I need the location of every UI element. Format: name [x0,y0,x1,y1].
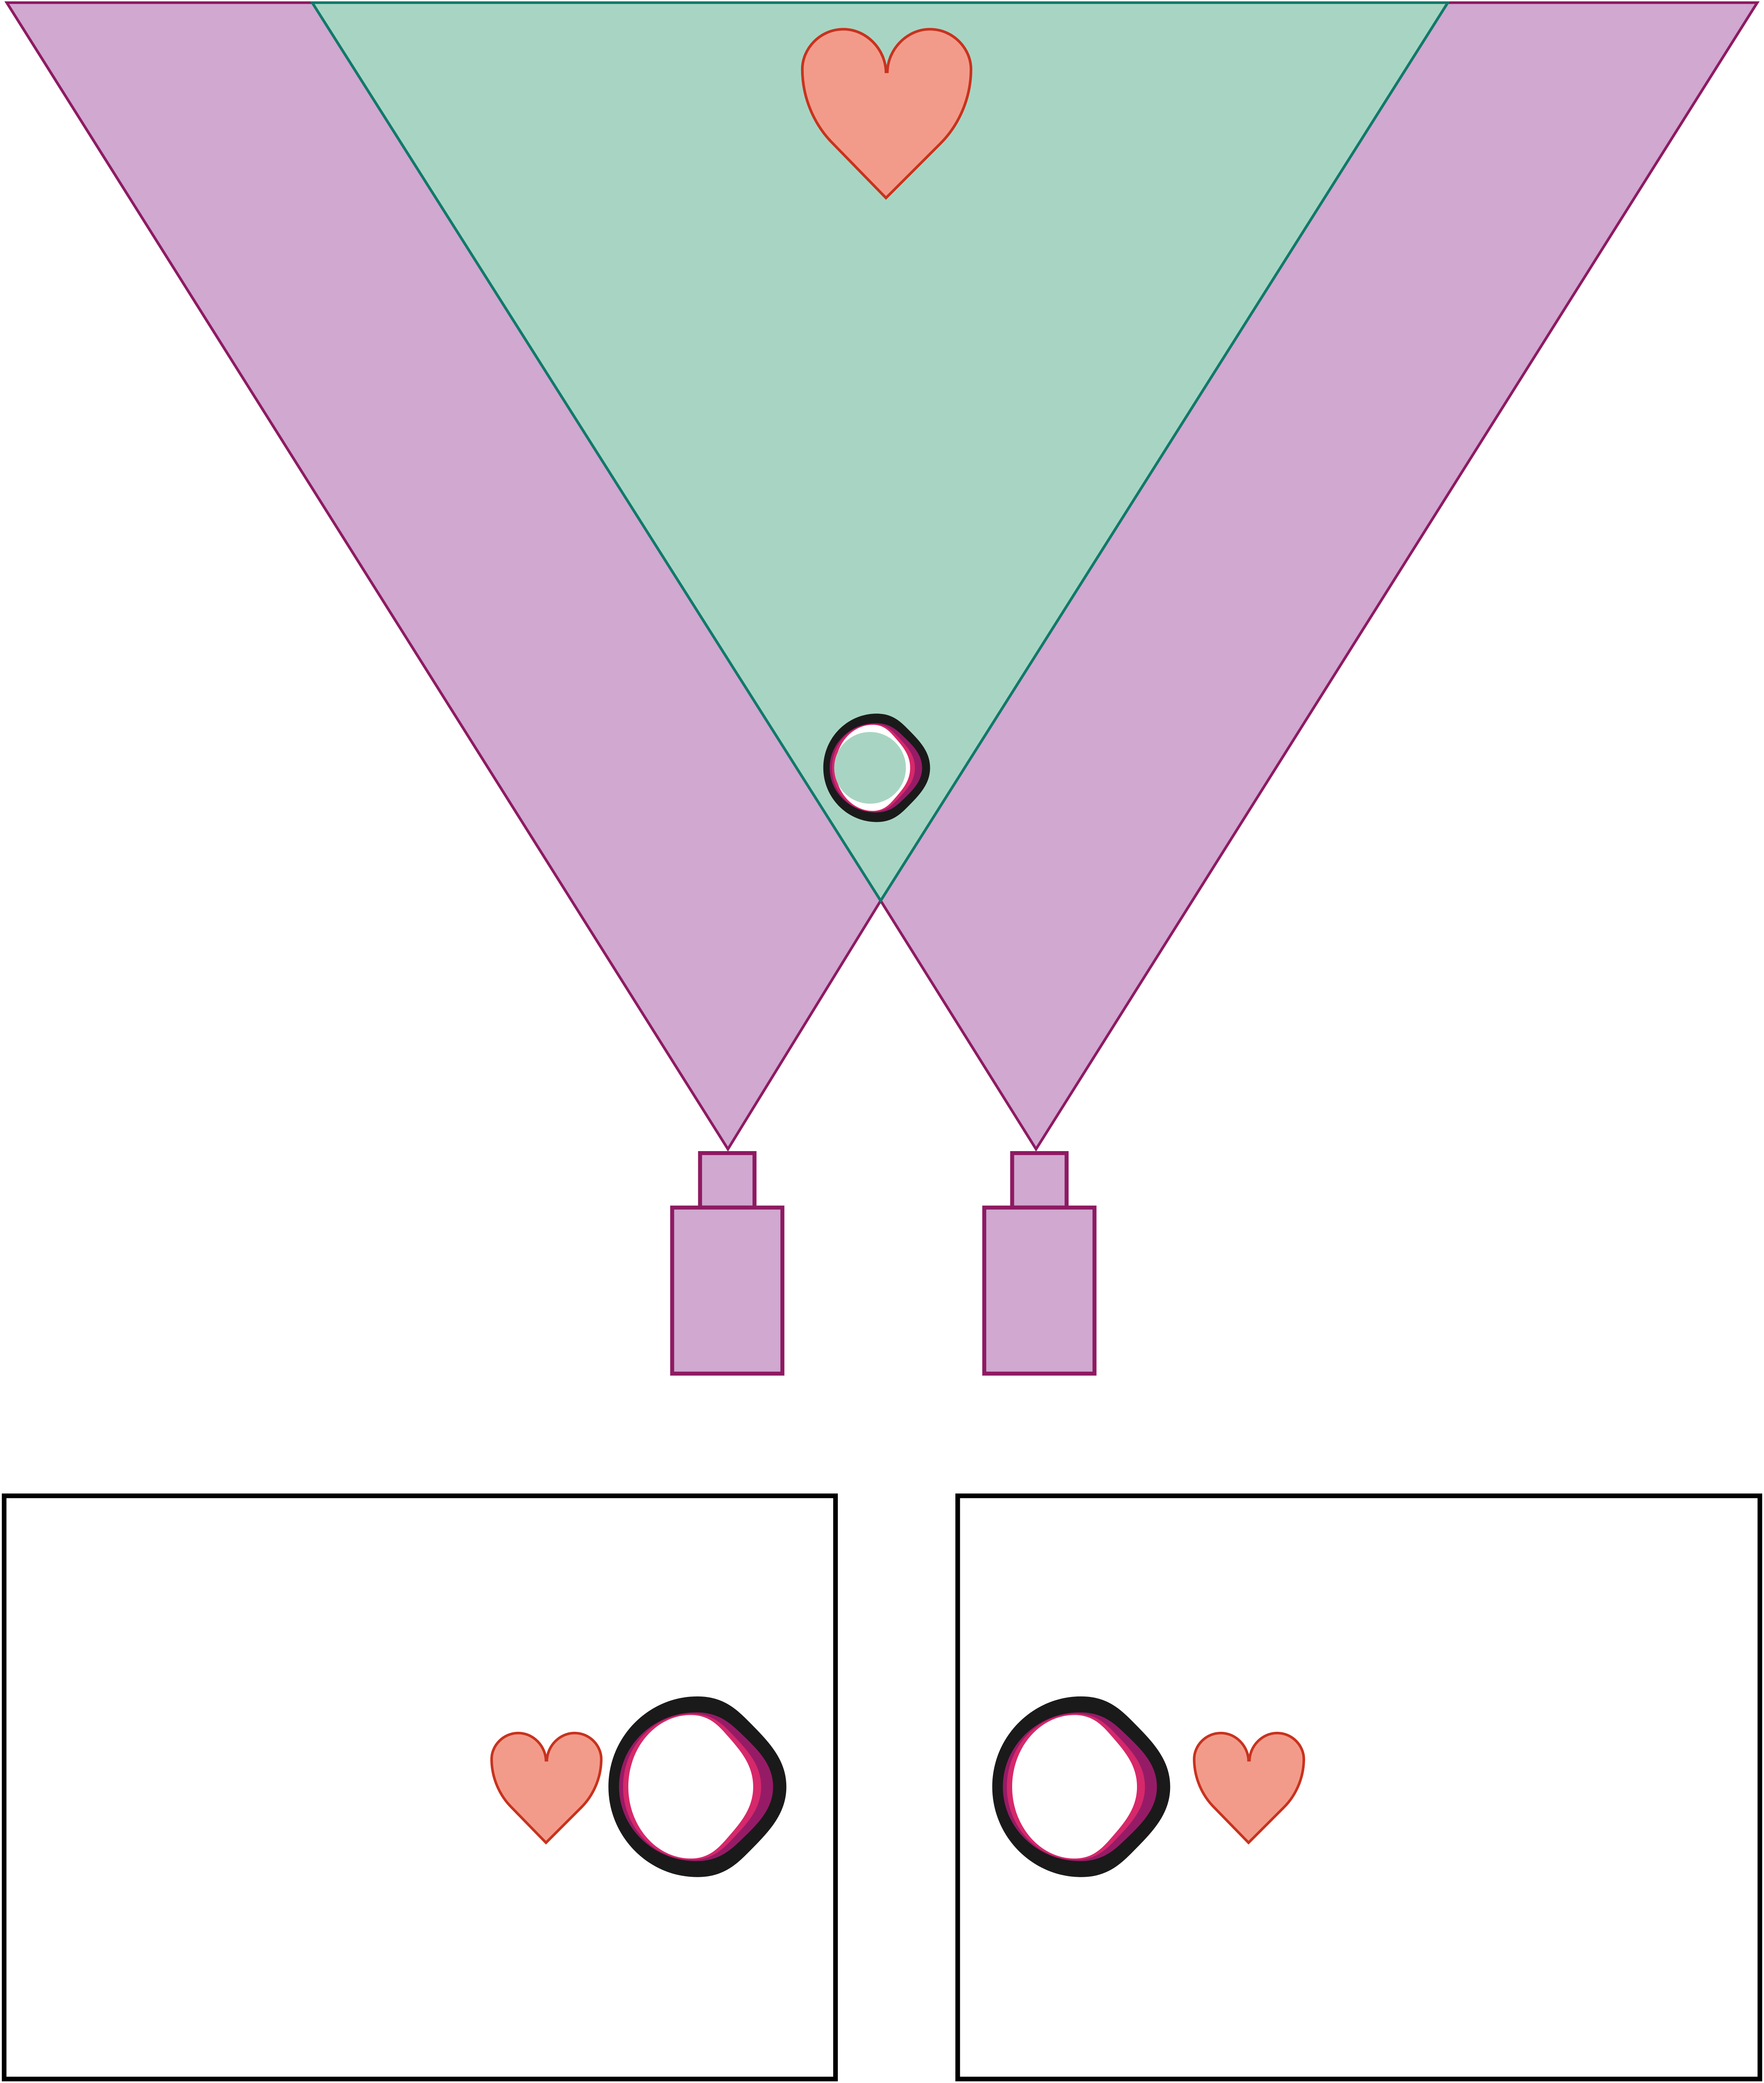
left-camera-image-frame [2,1493,838,2082]
overlap-view-region [310,1,1450,903]
left-camera-icon [670,1151,784,1376]
right-camera-image-frame [955,1493,1762,2082]
ring-object-hole [834,732,906,804]
right-camera-icon [982,1151,1097,1376]
